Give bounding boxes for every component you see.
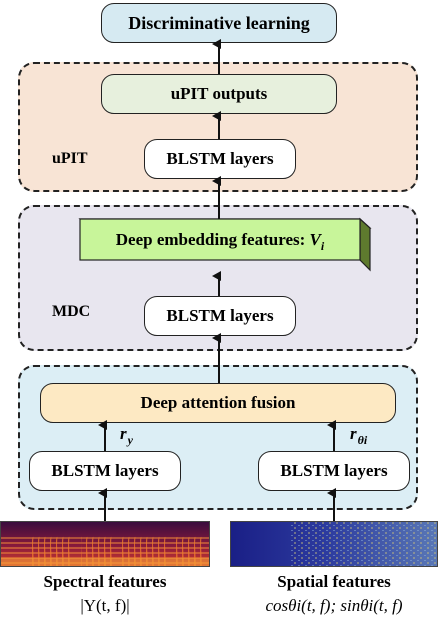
spectral-spectrogram-image (0, 521, 210, 567)
mdc-blstm-box: BLSTM layers (144, 296, 296, 336)
spatial-features-caption: Spatial features (277, 572, 391, 591)
spectral-features-formula: |Y(t, f)| (80, 596, 130, 615)
spectral-features-caption: Spectral features (43, 572, 167, 591)
spatial-spectrogram-image (230, 521, 438, 567)
upit-group-label: uPIT (52, 150, 88, 167)
spatial-features-formula: cosθi(t, f); sinθi(t, f) (265, 596, 403, 615)
discriminative-learning-box: Discriminative learning (101, 3, 337, 43)
mdc-group-label: MDC (52, 303, 91, 320)
embedding-variable: Vi (309, 229, 325, 253)
ry-label: ry (120, 424, 133, 447)
upit-blstm-box: BLSTM layers (144, 139, 296, 179)
embedding-label: Deep embedding features: Vi (80, 219, 360, 260)
embedding-block-shape (78, 217, 372, 272)
left-blstm-box: BLSTM layers (29, 451, 181, 491)
right-blstm-box: BLSTM layers (258, 451, 410, 491)
deep-attention-fusion-box: Deep attention fusion (40, 383, 396, 423)
rtheta-label: rθi (350, 424, 368, 447)
upit-outputs-box: uPIT outputs (101, 74, 337, 114)
embedding-text: Deep embedding features: (115, 229, 310, 249)
